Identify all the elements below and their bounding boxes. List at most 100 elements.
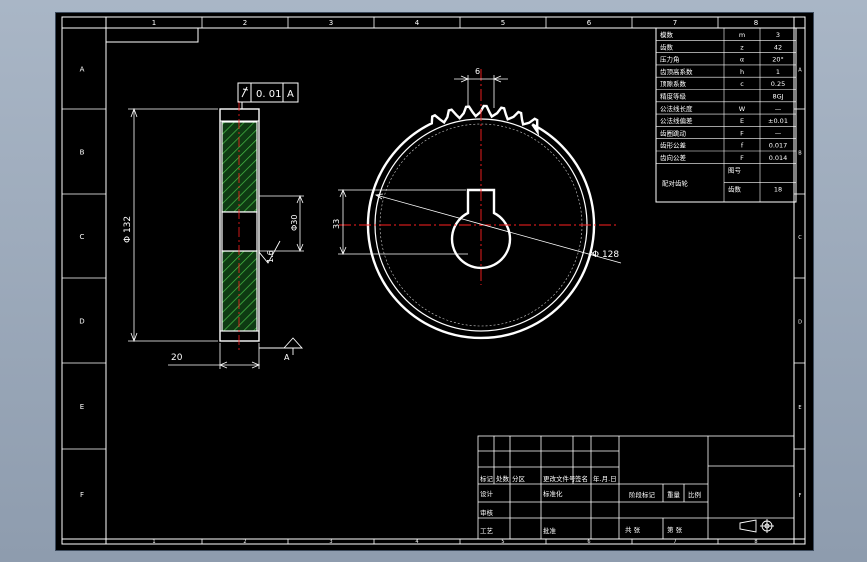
grid-bottom-number: 8 [754,539,757,545]
param-name: 模数 [660,30,674,39]
grid-top-number: 3 [329,19,333,27]
projection-symbol-icon [739,519,774,533]
mate-value: 18 [774,186,782,194]
datum-label: A [284,353,290,362]
title-block-text: 标记处数分区更改文件号签名年.月.日设计标准化审核工艺批准阶段标记重量比例共 张… [480,474,701,535]
gear-side-outline [219,108,260,342]
param-symbol: m [739,31,745,39]
title-process-label: 工艺 [480,527,494,535]
param-value: 3 [776,31,780,39]
dim-outer-circle [374,193,622,264]
param-symbol: c [740,80,744,88]
grid-top-number: 6 [587,19,592,27]
runout-icon [241,86,249,98]
param-value: — [775,105,782,113]
title-header-label: 年.月.日 [593,474,617,483]
drawing-frame [61,16,806,545]
param-symbol: f [741,142,744,150]
dim-width [168,343,261,369]
param-symbol: W [739,105,746,113]
param-symbol: z [740,43,744,51]
grid-bottom-number: 2 [243,539,246,545]
roughness-icon [258,240,281,264]
title-header-label: 标记 [480,474,494,483]
param-name: 公法线长度 [660,104,693,113]
grid-bottom-number: 5 [501,539,504,545]
title-header-label: 更改文件号 [543,474,576,483]
param-symbol: E [740,117,744,125]
grid-top-number: 4 [415,19,420,27]
param-symbol: F [740,154,744,162]
title-designer-label: 设计 [480,489,494,498]
dim-keyway-depth [338,188,468,256]
title-block [477,435,795,540]
tolerance-frame: 0. 01 A [237,82,299,109]
title-stage-label: 阶段标记 [629,490,656,499]
param-symbol: h [740,68,744,76]
title-weight-label: 重量 [667,491,681,499]
front-view: 6 33 Φ 128 [332,67,622,340]
title-standard-label: 标准化 [543,489,563,498]
grid-top-number: 5 [501,19,505,27]
grid-bottom-number: 1 [152,539,155,545]
param-value: ±0.01 [768,117,788,125]
dim-outer-circle-text: Φ 128 [592,250,619,260]
param-value: 0.25 [771,80,785,88]
param-name: 齿顶高系数 [660,67,693,76]
param-name: 顶隙系数 [660,79,687,88]
grid-side-letter-right: D [798,320,802,326]
grid-bottom-number: 3 [329,539,332,545]
dim-keyway-width-text: 6 [475,67,480,76]
param-value: 42 [774,43,782,51]
param-name: 齿向公差 [660,153,687,162]
param-value: 1 [776,68,780,76]
grid-bottom-number: 4 [415,539,418,545]
title-sheet-no: 第 张 [667,525,683,534]
title-checker-label: 审核 [480,508,494,517]
side-view: 0. 01 A Φ 132 Φ30 20 [123,82,304,369]
grid-side-letter-right: F [799,493,802,499]
hatch-upper [221,121,258,213]
grid-top-number: 8 [754,19,758,27]
grid-top-number: 7 [673,19,677,27]
title-sheets-total: 共 张 [625,525,641,534]
dim-bore-text: Φ30 [290,215,299,231]
param-value: 8GJ [772,93,783,101]
dim-keyway-width [454,75,508,108]
param-name: 精度等级 [660,92,687,101]
outer-border [61,16,806,545]
grid-side-letter-right: E [798,405,801,411]
title-approver-label: 批准 [543,526,557,535]
mate-row-label: 齿数 [728,185,742,194]
grid-side-letter: B [80,149,85,157]
title-header-label: 分区 [512,474,526,483]
top-left-box [105,27,199,43]
dim-width-text: 20 [171,353,183,363]
param-symbol: F [740,129,744,137]
grid-bottom-number: 7 [673,539,676,545]
grid-bottom-number: 6 [587,539,590,545]
bore-section [221,211,258,252]
dim-outer-diameter [128,107,218,343]
mate-row-label: 图号 [728,166,742,174]
datum-icon [259,337,304,355]
grid-top-number: 2 [243,19,247,27]
param-value: — [775,129,782,137]
tolerance-datum: A [287,89,294,100]
param-value: 0.017 [769,142,788,150]
mate-gear-label: 配对齿轮 [662,179,689,188]
dim-outer-diameter-text: Φ 132 [123,216,133,243]
param-value: 20° [772,56,784,64]
grid-side-letter: C [80,233,85,241]
param-symbol: α [740,56,744,64]
param-value: 0.014 [769,154,788,162]
param-name: 齿数 [660,42,674,51]
param-name: 齿形公差 [660,141,687,150]
bore-with-keyway [450,188,512,270]
grid-side-letter-right: B [798,151,802,157]
